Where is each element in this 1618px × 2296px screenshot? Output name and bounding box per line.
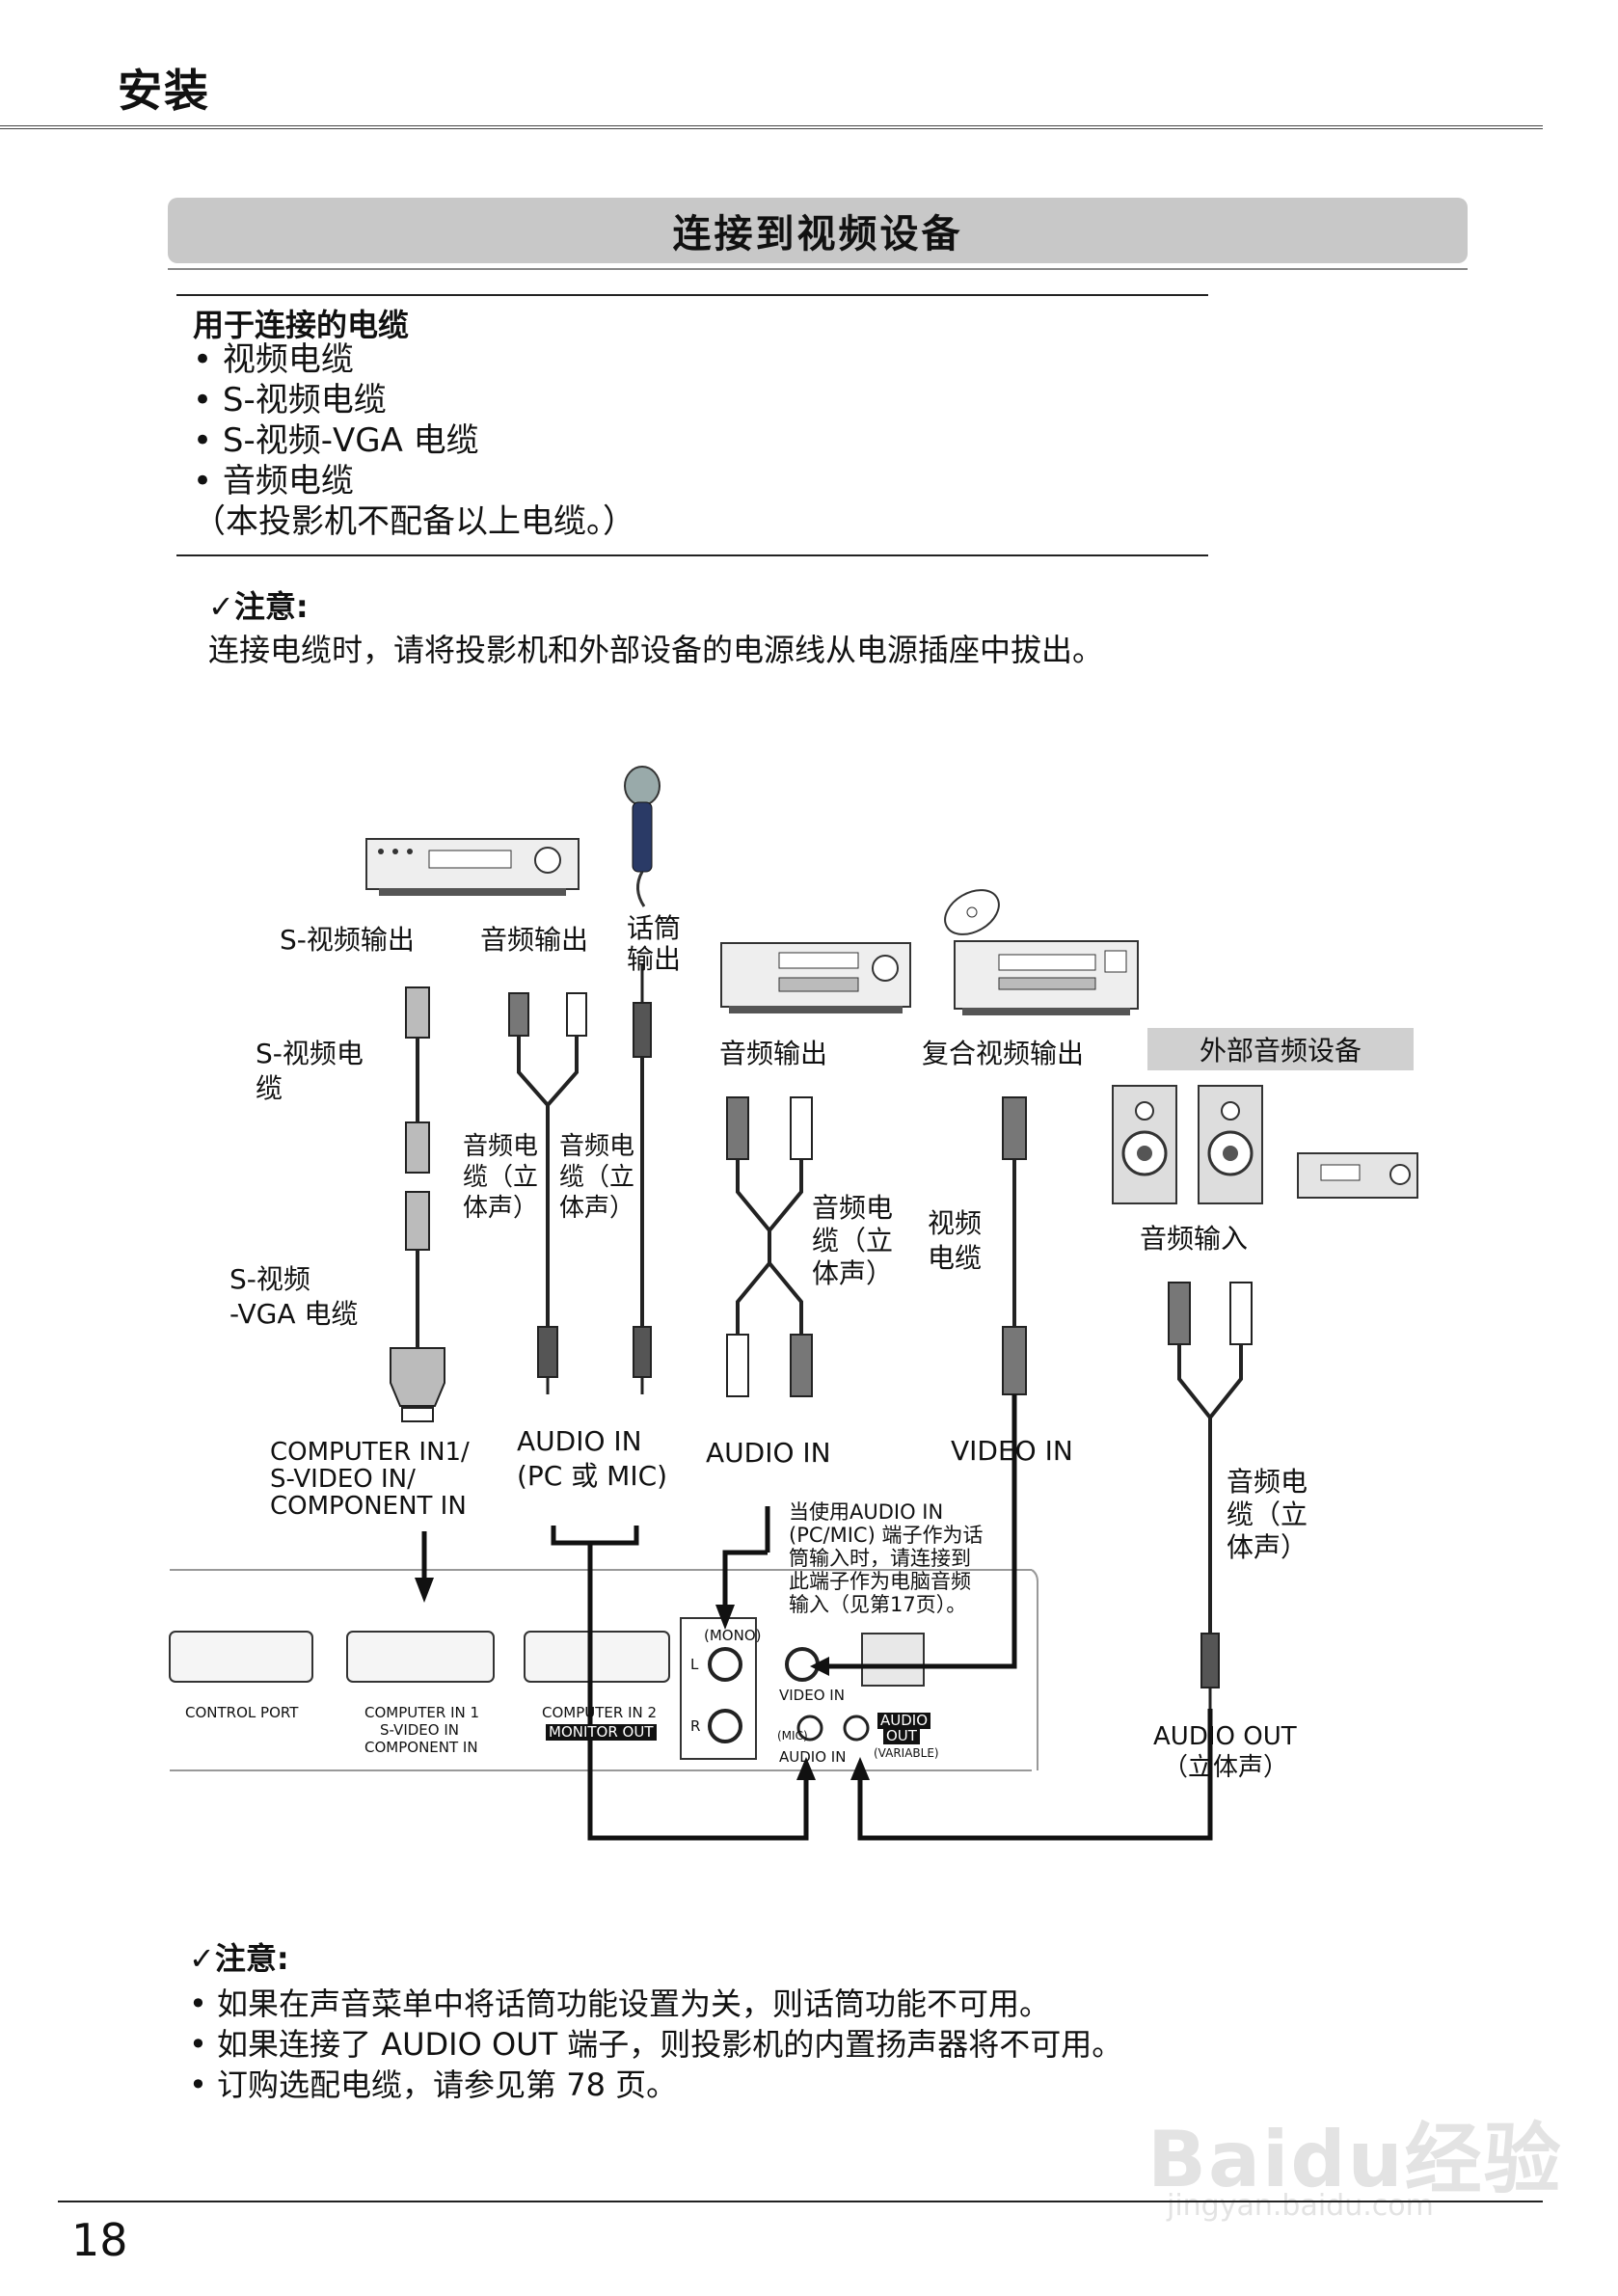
audio-cable-label: 缆（立 <box>812 1225 894 1256</box>
audio-cable-label: 缆（立 <box>1227 1499 1308 1530</box>
audio-cable-label: 缆（立 <box>463 1163 539 1192</box>
panel-computer-in-label: COMPUTER IN 1 <box>364 1704 480 1721</box>
cable-list-box <box>176 294 1208 556</box>
s-video-vga-cable-icon <box>390 986 445 1422</box>
panel-computer-in-2-label: COMPUTER IN 2 <box>542 1704 658 1721</box>
panel-computer-in-label: S-VIDEO IN <box>380 1721 459 1739</box>
note-text: 连接电缆时，请将投影机和外部设备的电源线从电源插座中拔出。 <box>208 632 1104 668</box>
note-item: • 如果在声音菜单中将话筒功能设置为关，则话筒功能不可用。 <box>189 1985 1051 2022</box>
computer-in-label: COMPONENT IN <box>270 1492 467 1521</box>
panel-mic-label: (MIC) <box>777 1729 808 1742</box>
mic-cable-icon <box>633 964 652 1394</box>
mic-out-label: 输出 <box>627 943 682 975</box>
note-item: • 如果连接了 AUDIO OUT 端子，则投影机的内置扬声器将不可用。 <box>189 2026 1123 2063</box>
audio-out-label: 音频输出 <box>480 924 589 956</box>
speaker-icon <box>1112 1085 1177 1204</box>
audio-out-cable-icon <box>1168 1282 1253 1709</box>
panel-computer-in-label: COMPONENT IN <box>364 1739 478 1756</box>
panel-monitor-out-label: MONITOR OUT <box>546 1724 657 1741</box>
arrowheads <box>415 1578 870 1780</box>
audio-rca-cable-icon <box>726 1096 813 1397</box>
panel-control-port-label: CONTROL PORT <box>185 1704 299 1721</box>
audio-cable-label: 体声） <box>463 1194 539 1223</box>
stereo-audio-cable-icon <box>508 992 587 1394</box>
page-number: 18 <box>71 2214 128 2266</box>
panel-variable-label: (VARIABLE) <box>874 1746 939 1760</box>
video-cable-label: 电缆 <box>928 1242 983 1274</box>
control-port-icon <box>169 1631 313 1683</box>
audio-cable-label: 体声） <box>559 1194 635 1223</box>
speaker-icon <box>1198 1085 1263 1204</box>
note-title: ✓注意: <box>208 588 309 625</box>
note-item: • 订购选配电缆，请参见第 78 页。 <box>189 2066 678 2103</box>
mic-hint: 当使用AUDIO IN <box>789 1500 944 1524</box>
cable-item: • S-视频-VGA 电缆 <box>193 421 479 460</box>
cable-item: • 视频电缆 <box>193 340 354 379</box>
video-cable-icon <box>1002 1096 1027 1395</box>
amplifier-device-icon <box>720 942 911 1013</box>
panel-audio-out-label: OUT <box>883 1728 920 1744</box>
panel-r-label: R <box>690 1717 701 1735</box>
panel-mono-label: (MONO) <box>704 1627 762 1644</box>
mic-hint: 输入（见第17页）。 <box>789 1593 967 1616</box>
s-video-vga-cable-label: -VGA 电缆 <box>229 1298 359 1330</box>
cable-list-title: 用于连接的电缆 <box>193 307 410 343</box>
audio-cable-label: 音频电 <box>812 1192 894 1224</box>
cable-item: • 音频电缆 <box>193 462 354 500</box>
computer-in-2-port-icon <box>524 1631 670 1683</box>
projector-rear-panel <box>169 1569 1038 1771</box>
s-video-vga-cable-label: S-视频 <box>229 1263 310 1295</box>
s-video-cable-label: S-视频电 <box>256 1038 364 1069</box>
vcr-device-icon <box>365 838 580 896</box>
receiver-icon <box>1297 1152 1418 1199</box>
header-rule <box>0 125 1543 129</box>
computer-in-label: S-VIDEO IN/ <box>270 1465 416 1494</box>
audio-input-label: 音频输入 <box>1140 1223 1249 1255</box>
connection-lines <box>421 1394 1213 1841</box>
panel-l-label: L <box>690 1656 699 1673</box>
audio-out-label: 音频输出 <box>719 1038 828 1069</box>
section-heading: 安装 <box>118 65 210 117</box>
watermark-logo: Baidu经验 <box>1147 2115 1563 2204</box>
cable-item: • S-视频电缆 <box>193 381 387 419</box>
dvd-player-icon <box>944 889 1139 1015</box>
panel-audio-in-label: AUDIO IN <box>779 1748 847 1766</box>
mic-hint: 筒输入时，请连接到 <box>789 1547 971 1570</box>
s-video-out-label: S-视频输出 <box>280 924 415 956</box>
watermark-url: jingyan.baidu.com <box>1167 2189 1434 2223</box>
s-video-cable-label: 缆 <box>256 1072 283 1104</box>
audio-cable-label: 体声） <box>812 1257 894 1289</box>
video-cable-label: 视频 <box>928 1207 983 1239</box>
audio-cable-label: 缆（立 <box>559 1163 635 1192</box>
microphone-icon <box>624 766 661 907</box>
note-title: ✓注意: <box>189 1940 289 1977</box>
external-audio-label: 外部音频设备 <box>1147 1028 1414 1070</box>
audio-cable-label: 音频电 <box>559 1132 635 1161</box>
panel-audio-out-label: AUDIO <box>877 1713 931 1729</box>
audio-out-stereo-label: AUDIO OUT <box>1153 1722 1297 1751</box>
footer-rule <box>58 2201 1543 2202</box>
audio-cable-label: 音频电 <box>463 1132 539 1161</box>
audio-cable-label: 体声） <box>1227 1531 1308 1563</box>
mic-out-label: 话筒 <box>627 912 682 944</box>
mic-hint: (PC/MIC) 端子作为话 <box>789 1524 984 1547</box>
audio-cable-label: 音频电 <box>1227 1466 1308 1498</box>
video-in-label: VIDEO IN <box>951 1435 1073 1467</box>
mic-hint: 此端子作为电脑音频 <box>789 1570 971 1593</box>
banner-underline <box>168 268 1468 270</box>
panel-video-in-label: VIDEO IN <box>779 1687 845 1704</box>
audio-in-pcmic-label: AUDIO IN <box>517 1425 642 1457</box>
computer-in-1-port-icon <box>346 1631 495 1683</box>
computer-in-label: COMPUTER IN1/ <box>270 1438 470 1467</box>
audio-in-pcmic-label: (PC 或 MIC) <box>517 1460 668 1492</box>
cable-footnote: （本投影机不配备以上电缆。） <box>193 502 635 541</box>
audio-out-stereo-label: （立体声） <box>1163 1753 1289 1782</box>
section-banner: 连接到视频设备 <box>168 198 1468 263</box>
composite-video-out-label: 复合视频输出 <box>922 1038 1085 1069</box>
audio-in-label: AUDIO IN <box>706 1437 831 1469</box>
